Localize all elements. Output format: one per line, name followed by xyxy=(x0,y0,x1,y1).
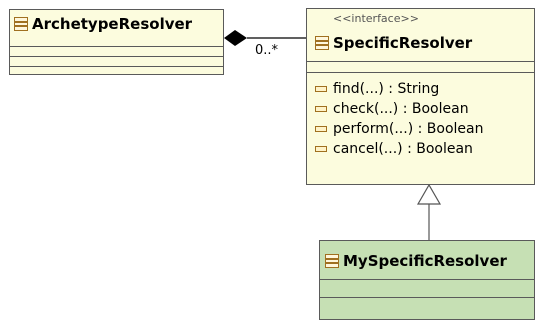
attributes-divider xyxy=(10,46,223,47)
operation-icon xyxy=(315,86,327,92)
composition-multiplicity: 0..* xyxy=(255,43,279,58)
archetype-resolver-header: ArchetypeResolver xyxy=(14,14,192,34)
composition-diamond xyxy=(224,30,247,46)
archetype-resolver-name: ArchetypeResolver xyxy=(32,15,193,33)
operation-item[interactable]: check(...) : Boolean xyxy=(315,101,469,117)
bottom-divider xyxy=(10,66,223,67)
operations-divider xyxy=(307,72,534,73)
operation-item[interactable]: perform(...) : Boolean xyxy=(315,121,483,137)
operation-icon xyxy=(315,106,327,112)
operation-label: perform(...) : Boolean xyxy=(333,121,484,137)
operation-icon xyxy=(315,146,327,152)
operation-label: check(...) : Boolean xyxy=(333,101,469,117)
my-specific-resolver-name: MySpecificResolver xyxy=(343,252,507,270)
class-icon xyxy=(325,254,339,268)
my-specific-resolver-class[interactable]: MySpecificResolver xyxy=(319,240,535,320)
operation-item[interactable]: cancel(...) : Boolean xyxy=(315,141,473,157)
operations-divider xyxy=(320,297,534,298)
archetype-resolver-class[interactable]: ArchetypeResolver xyxy=(9,9,224,75)
operation-item[interactable]: find(...) : String xyxy=(315,81,439,97)
operation-icon xyxy=(315,126,327,132)
operation-label: find(...) : String xyxy=(333,81,440,97)
operation-label: cancel(...) : Boolean xyxy=(333,141,473,157)
class-icon xyxy=(14,17,28,31)
attributes-divider xyxy=(320,279,534,280)
specific-resolver-name: SpecificResolver xyxy=(333,34,473,52)
specific-resolver-interface[interactable]: <<interface>> SpecificResolver find(...)… xyxy=(306,8,535,185)
interface-icon xyxy=(315,36,329,50)
generalization-arrowhead xyxy=(416,183,442,205)
specific-resolver-header: SpecificResolver xyxy=(315,33,472,53)
attributes-divider xyxy=(307,61,534,62)
interface-stereotype: <<interface>> xyxy=(333,12,419,25)
operations-divider xyxy=(10,56,223,57)
my-specific-resolver-header: MySpecificResolver xyxy=(325,251,507,271)
